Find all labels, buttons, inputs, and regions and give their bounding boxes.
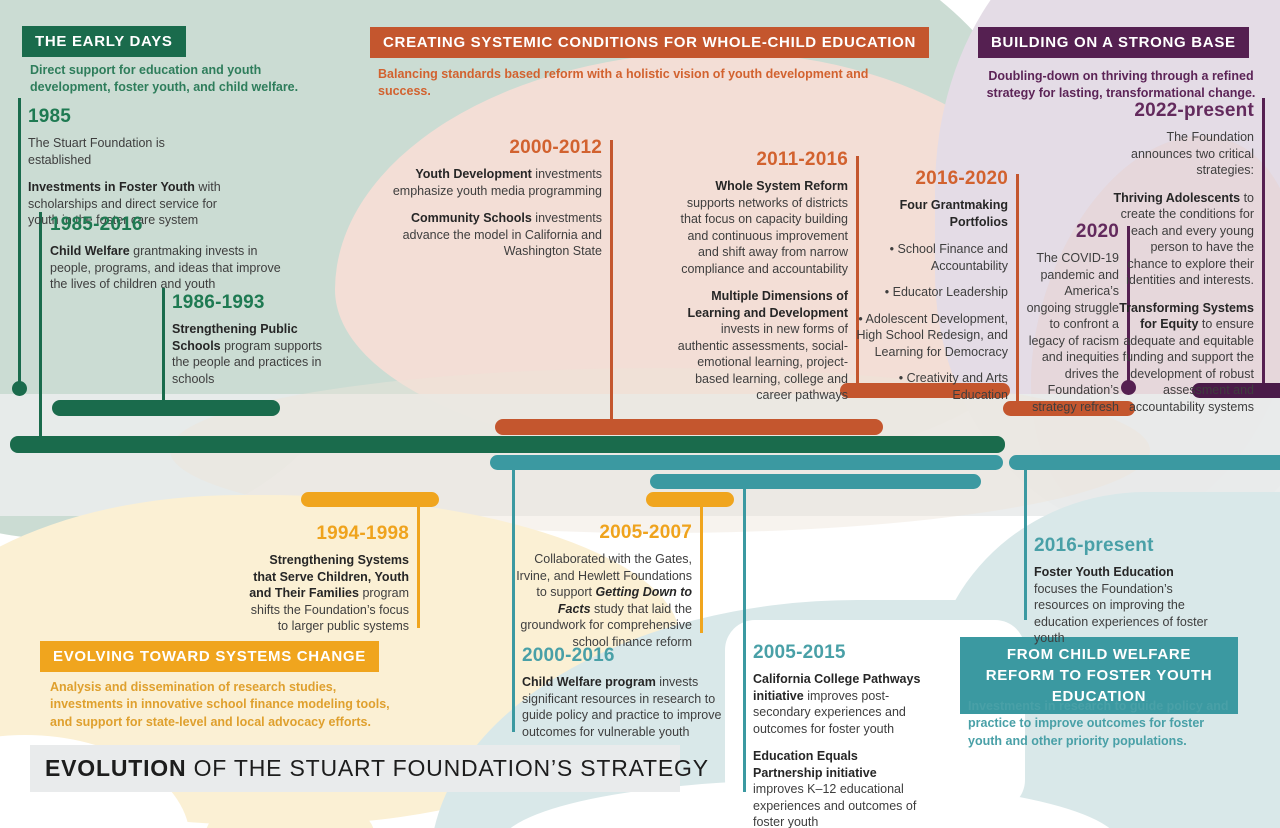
- list-item: School Finance and Accountability: [845, 241, 1009, 274]
- event-text: California College Pathways initiative i…: [753, 672, 921, 736]
- bar-2016-2020: [1003, 401, 1135, 416]
- section-header-systemic-conditions: CREATING SYSTEMIC CONDITIONS FOR WHOLE-C…: [370, 27, 930, 58]
- list-item: Educator Leadership: [845, 284, 1008, 301]
- dot-1985: [12, 381, 27, 396]
- event-text: Collaborated with the Gates, Irvine, and…: [516, 552, 692, 649]
- connector-2022-present: [1262, 98, 1265, 388]
- event-2011-2016: 2011-2016 Whole System Reform supports n…: [672, 149, 848, 415]
- section-desc-systemic-conditions: Balancing standards based reform with a …: [378, 67, 869, 99]
- bar-1986-1993: [52, 400, 280, 416]
- section-desc-foster-youth-education: Investments in research to guide policy …: [968, 699, 1229, 748]
- portfolio-list: School Finance and Accountability Educat…: [845, 241, 1009, 403]
- section-desc-early-days: Direct support for education and youth d…: [30, 63, 299, 95]
- event-text: Investments in Foster Youth with scholar…: [28, 180, 221, 227]
- event-text: Child Welfare program invests significan…: [522, 675, 722, 739]
- event-text: Youth Development investments emphasize …: [392, 167, 602, 198]
- event-date: 2005-2007: [599, 522, 692, 543]
- list-item: Adolescent Development, High School Rede…: [845, 311, 1009, 361]
- event-date: 2000-2012: [509, 137, 602, 158]
- event-date: 1994-1998: [316, 523, 409, 544]
- connector-1994-1998: [417, 500, 420, 628]
- event-text: Multiple Dimensions of Learning and Deve…: [677, 289, 848, 402]
- event-text: The Stuart Foundation is established: [28, 136, 165, 167]
- event-text: Transforming Systems for Equity to ensur…: [1119, 300, 1254, 414]
- bar-2005-2015: [650, 474, 981, 489]
- event-2016-2020: 2016-2020 Four Grantmaking Portfolios Sc…: [845, 168, 1009, 413]
- bar-1985-2016: [10, 436, 1005, 453]
- connector-2005-2015: [743, 482, 746, 792]
- bar-2000-2012: [495, 419, 883, 435]
- event-1986-1993: 1986-1993 Strengthening Public Schools p…: [172, 292, 340, 398]
- event-date: 2005-2015: [753, 642, 846, 663]
- event-text: Child Welfare grantmaking invests in peo…: [50, 244, 281, 291]
- section-desc-systems-change: Analysis and dissemination of research s…: [50, 680, 390, 729]
- event-1985-2016: 1985-2016 Child Welfare grantmaking inve…: [50, 214, 298, 304]
- event-date: 1985: [28, 106, 72, 127]
- event-date: 2000-2016: [522, 645, 615, 666]
- event-date: 2016-2020: [915, 168, 1008, 189]
- connector-2005-2007: [700, 500, 703, 633]
- bar-2022-present: [1192, 383, 1280, 398]
- section-header-systems-change: EVOLVING TOWARD SYSTEMS CHANGE: [40, 641, 379, 672]
- section-header-foster-youth-education: FROM CHILD WELFARE REFORM TO FOSTER YOUT…: [960, 637, 1238, 714]
- event-2005-2015: 2005-2015 California College Pathways in…: [753, 642, 921, 828]
- event-text: Strengthening Systems that Serve Childre…: [249, 553, 409, 633]
- event-1985: 1985 The Stuart Foundation is establishe…: [28, 106, 226, 240]
- event-2022-present: 2022-present The Foundation announces tw…: [1110, 100, 1254, 426]
- dot-2020: [1121, 380, 1136, 395]
- connector-1985-2016: [39, 212, 42, 442]
- bar-2016-present: [1009, 455, 1280, 470]
- bar-1994-1998: [301, 492, 439, 507]
- bar-2000-2016: [490, 455, 1003, 470]
- connector-2000-2012: [610, 140, 613, 426]
- event-text: Whole System Reform supports networks of…: [680, 179, 848, 276]
- event-1994-1998: 1994-1998 Strengthening Systems that Ser…: [248, 523, 409, 646]
- event-date: 2020: [1075, 221, 1119, 242]
- connector-2020: [1127, 226, 1130, 384]
- event-text: Foster Youth Education focuses the Found…: [1034, 565, 1208, 645]
- connector-2016-2020: [1016, 174, 1019, 407]
- section-header-strong-base: BUILDING ON A STRONG BASE: [978, 27, 1249, 58]
- event-2005-2007: 2005-2007 Collaborated with the Gates, I…: [503, 522, 692, 661]
- event-text: The COVID-19 pandemic and America’s ongo…: [1026, 251, 1119, 414]
- page-title: EVOLUTION OF THE STUART FOUNDATION’S STR…: [30, 745, 708, 792]
- event-text: Thriving Adolescents to create the condi…: [1113, 190, 1254, 288]
- connector-2016-present: [1024, 462, 1027, 620]
- event-2016-present: 2016-present Foster Youth Education focu…: [1034, 535, 1219, 658]
- bar-2005-2007: [646, 492, 734, 507]
- event-text: Strengthening Public Schools program sup…: [172, 322, 323, 386]
- event-date: 2011-2016: [756, 149, 848, 170]
- connector-1985: [18, 98, 21, 386]
- event-text: The Foundation announces two critical st…: [1131, 130, 1254, 177]
- event-date: 1985-2016: [50, 214, 143, 235]
- connector-2000-2016: [512, 462, 515, 732]
- event-date: 1986-1993: [172, 292, 265, 313]
- section-header-early-days: THE EARLY DAYS: [22, 26, 186, 57]
- event-2000-2012: 2000-2012 Youth Development investments …: [392, 137, 602, 271]
- event-text: Education Equals Partnership initiative …: [753, 749, 917, 828]
- list-item: Creativity and Arts Education: [845, 370, 1008, 403]
- connector-1986-1993: [162, 288, 165, 406]
- event-text: Four Grantmaking Portfolios: [899, 198, 1008, 229]
- event-2000-2016: 2000-2016 Child Welfare program invests …: [522, 645, 727, 751]
- section-desc-strong-base: Doubling-down on thriving through a refi…: [986, 69, 1256, 101]
- event-2020: 2020 The COVID-19 pandemic and America’s…: [1020, 221, 1119, 426]
- event-text: Community Schools investments advance th…: [402, 211, 602, 258]
- event-date: 2016-present: [1034, 535, 1154, 556]
- event-date: 2022-present: [1134, 100, 1254, 121]
